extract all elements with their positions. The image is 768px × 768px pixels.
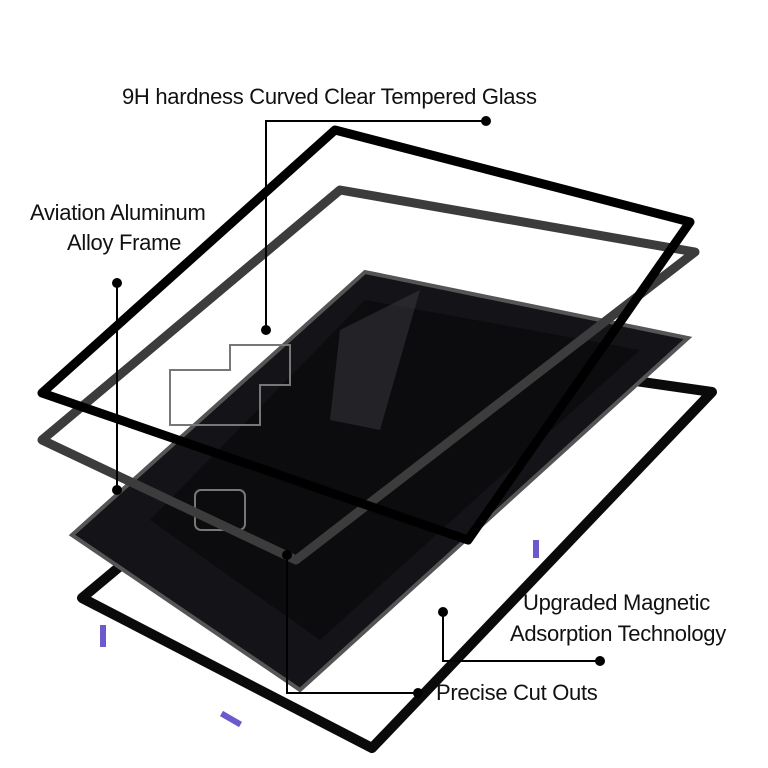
cutouts-label: Precise Cut Outs bbox=[436, 680, 598, 705]
leader-lines bbox=[116, 120, 600, 694]
leader-dots bbox=[112, 116, 605, 698]
glass-label: 9H hardness Curved Clear Tempered Glass bbox=[122, 84, 537, 109]
tempered-glass-frame bbox=[37, 125, 695, 545]
magnetic-label-line2: Adsorption Technology bbox=[510, 621, 726, 646]
magnetic-label-line1: Upgraded Magnetic bbox=[523, 590, 710, 615]
middle-frame bbox=[37, 185, 700, 565]
frame-label-line2: Alloy Frame bbox=[67, 230, 182, 255]
frame-label-line1: Aviation Aluminum bbox=[30, 200, 206, 225]
